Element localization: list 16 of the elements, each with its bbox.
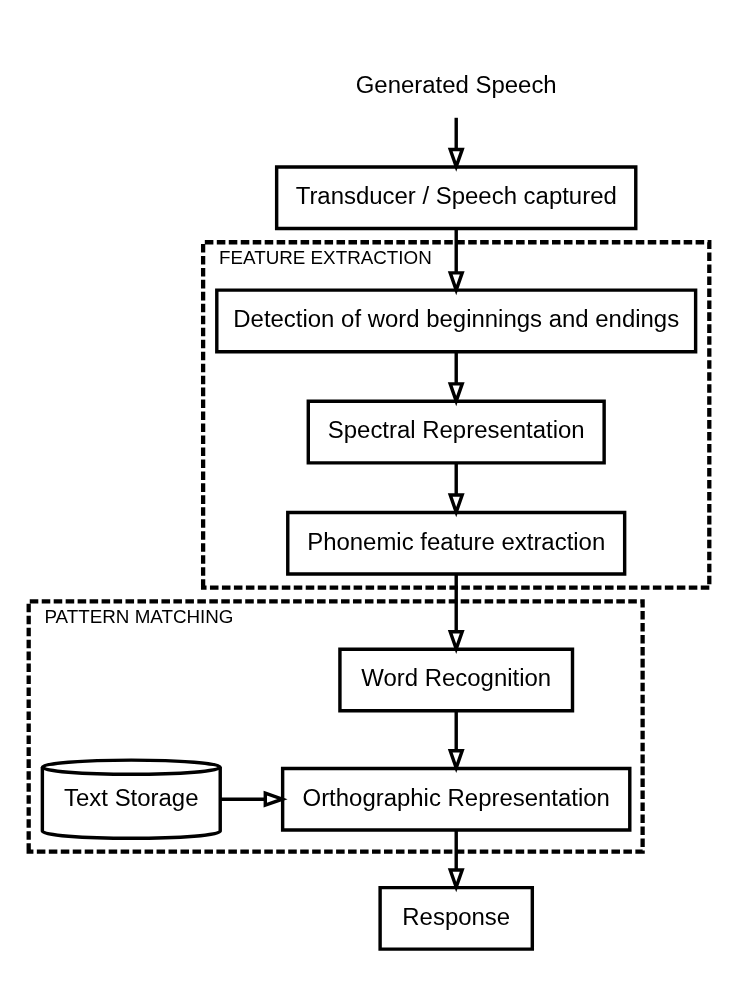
node-box: Transducer / Speech captured xyxy=(274,165,638,231)
arrow xyxy=(447,830,465,893)
arrow xyxy=(447,117,465,172)
node-box: Phonemic feature extraction xyxy=(286,510,627,576)
arrow xyxy=(447,229,465,296)
arrow xyxy=(447,352,465,407)
node-box: Word Recognition xyxy=(338,647,575,713)
node-box: Detection of word beginnings and endings xyxy=(215,288,698,354)
node-box: Response xyxy=(378,885,534,951)
arrow xyxy=(447,710,465,774)
node-box: Orthographic Representation xyxy=(280,766,632,832)
node-box: Spectral Representation xyxy=(306,399,606,465)
arrow xyxy=(447,463,465,518)
node-text: Generated Speech xyxy=(355,70,557,98)
arrow xyxy=(447,574,465,654)
arrow xyxy=(220,790,288,808)
